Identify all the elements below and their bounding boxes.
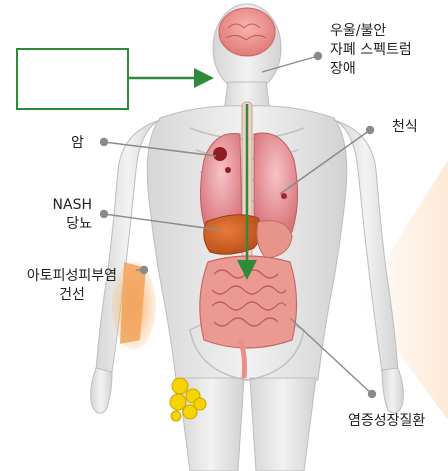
label-nash-diabetes: NASH 당뇨 bbox=[40, 196, 92, 234]
medicine-box bbox=[16, 48, 129, 110]
label-cancer: 암 bbox=[71, 134, 84, 153]
label-depression-autism: 우울/불안 자폐 스펙트럼 장애 bbox=[330, 22, 412, 79]
tumor-spot-small bbox=[281, 193, 287, 199]
tumor-spot-small bbox=[225, 167, 231, 173]
tumor-spot bbox=[213, 147, 227, 161]
label-line: NASH bbox=[40, 196, 92, 215]
label-line: 우울/불안 bbox=[330, 22, 412, 41]
label-line: 염증성장질환 bbox=[348, 412, 425, 431]
label-line: 암 bbox=[71, 134, 84, 153]
label-line: 아토피성피부염 bbox=[4, 267, 140, 286]
label-line: 천식 bbox=[392, 118, 418, 137]
liver-organ bbox=[204, 215, 261, 254]
label-asthma: 천식 bbox=[392, 118, 418, 137]
label-ibd: 염증성장질환 bbox=[348, 412, 425, 431]
label-line: 건선 bbox=[4, 286, 140, 305]
label-line: 자폐 스펙트럼 bbox=[330, 41, 412, 60]
label-line: 당뇨 bbox=[40, 215, 92, 234]
label-atopic-dermatitis-psoriasis: 아토피성피부염 건선 bbox=[4, 267, 140, 305]
brain-organ bbox=[219, 8, 275, 56]
label-line: 장애 bbox=[330, 60, 412, 79]
